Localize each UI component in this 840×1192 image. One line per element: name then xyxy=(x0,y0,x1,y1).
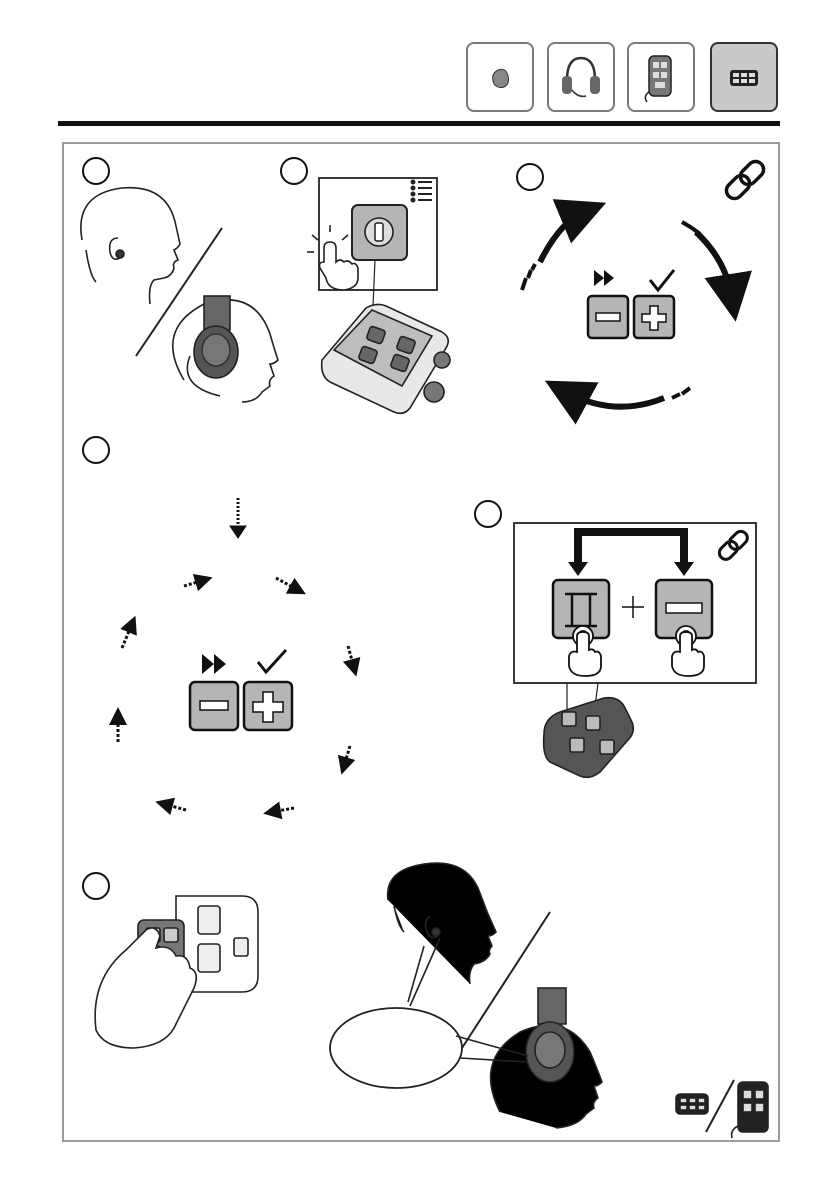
step-1-illustration xyxy=(81,188,278,402)
callout-bubble xyxy=(330,1008,462,1088)
checkmark-icon xyxy=(258,650,286,672)
keypad-device xyxy=(544,698,634,778)
fast-forward-icon xyxy=(594,270,614,286)
step-2-illustration xyxy=(307,178,450,413)
fast-forward-icon xyxy=(202,654,226,674)
controller-icon xyxy=(732,1082,768,1138)
checkmark-icon xyxy=(650,270,674,290)
step-3-illustration xyxy=(522,158,767,407)
keypad-icon xyxy=(676,1094,708,1114)
link-icon xyxy=(723,158,767,202)
step-5-illustration xyxy=(514,523,756,777)
step-4-illustration xyxy=(118,498,354,812)
controller-device xyxy=(322,304,450,413)
step-6-illustration xyxy=(95,863,768,1138)
